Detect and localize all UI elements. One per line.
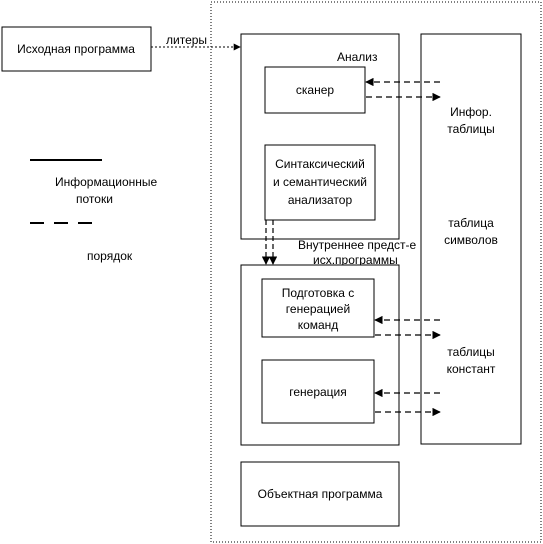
codegen-prep-label-3: команд [298, 318, 339, 332]
codegen-prep-label-1: Подготовка с [282, 286, 355, 300]
legend-info-flows-label-1: Информационные [55, 175, 158, 189]
legend-order-label: порядок [87, 249, 133, 263]
internal-rep-label-1: Внутреннее предст-е [298, 238, 416, 252]
object-program-label: Объектная программа [258, 487, 383, 501]
scanner-label: сканер [296, 83, 334, 97]
compiler-boundary [210, 1, 542, 543]
info-tables-label-1: Инфор. [450, 105, 492, 119]
internal-rep-label-2: исх.программы [313, 253, 398, 267]
legend-info-flows-label-2: потоки [76, 192, 113, 206]
parser-label-1: Синтаксический [275, 157, 365, 171]
source-program-box [1, 26, 152, 72]
object-program-box [240, 461, 400, 527]
parser-box [264, 144, 376, 221]
scanner-box [264, 66, 366, 114]
constant-tables-label-1: таблицы [447, 345, 495, 359]
info-tables-label-2: таблицы [447, 122, 495, 136]
tables-block [420, 33, 522, 445]
parser-label-2: и семантический [273, 175, 367, 189]
analysis-label: Анализ [337, 50, 378, 64]
constant-tables-label-2: констант [447, 362, 496, 376]
literals-label: литеры [166, 33, 207, 47]
parser-label-3: анализатор [288, 193, 353, 207]
symbol-table-label-1: таблица [448, 216, 494, 230]
codegen-prep-label-2: генерацией [286, 302, 350, 316]
codegen-prep-box [261, 278, 375, 338]
symbol-table-label-2: символов [444, 233, 498, 247]
generation-box [261, 359, 375, 424]
source-program-label: Исходная программа [17, 42, 135, 56]
generation-label: генерация [289, 385, 347, 399]
